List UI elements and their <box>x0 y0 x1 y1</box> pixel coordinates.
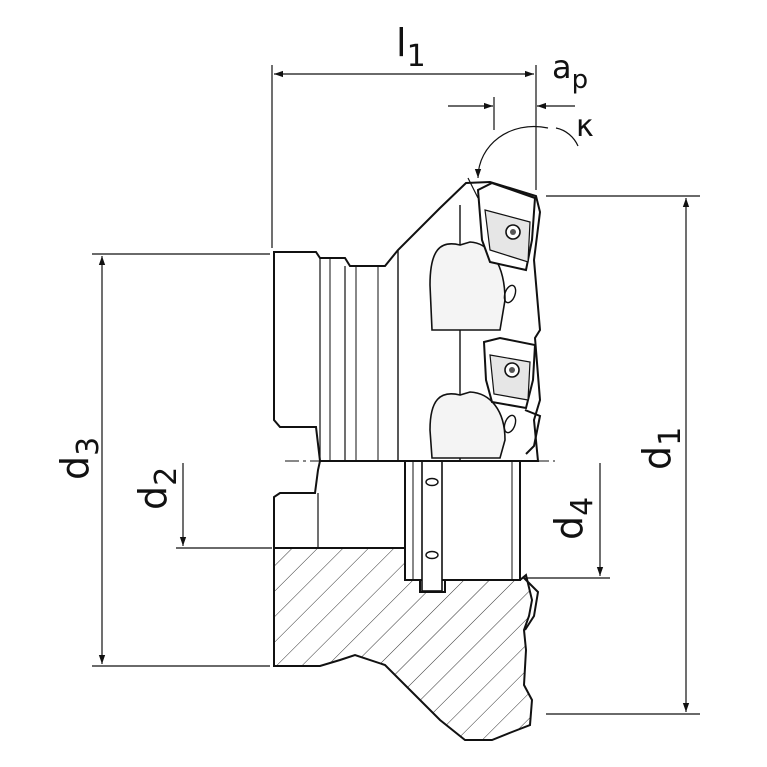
kappa-arc <box>474 126 549 179</box>
flute-1-hole <box>503 284 517 304</box>
section-outline <box>273 460 406 548</box>
d1-label: d1 <box>635 427 688 470</box>
section-hatch-area <box>273 547 534 741</box>
kappa-ref-line <box>467 177 479 199</box>
section-view <box>273 460 540 741</box>
d3-label: d3 <box>53 437 106 480</box>
ap-label: ap <box>552 48 588 95</box>
outside-view <box>273 180 542 462</box>
dimensions <box>92 65 700 715</box>
kappa-arc-tail <box>555 127 579 147</box>
l1-label: l1 <box>396 21 426 74</box>
channel-hole-2 <box>425 550 439 560</box>
flute-2-hole <box>503 414 517 434</box>
insert-2-screw-inner <box>509 367 515 373</box>
kappa-label: κ <box>576 109 594 144</box>
insert-1-screw-inner <box>510 229 516 235</box>
flute-2 <box>429 391 506 459</box>
coolant-channel <box>421 460 443 592</box>
d2-label: d2 <box>131 467 184 510</box>
channel-hole-1 <box>425 477 439 487</box>
lower-insert <box>523 577 540 631</box>
insert-3 <box>524 409 542 455</box>
d4-label: d4 <box>547 497 600 540</box>
